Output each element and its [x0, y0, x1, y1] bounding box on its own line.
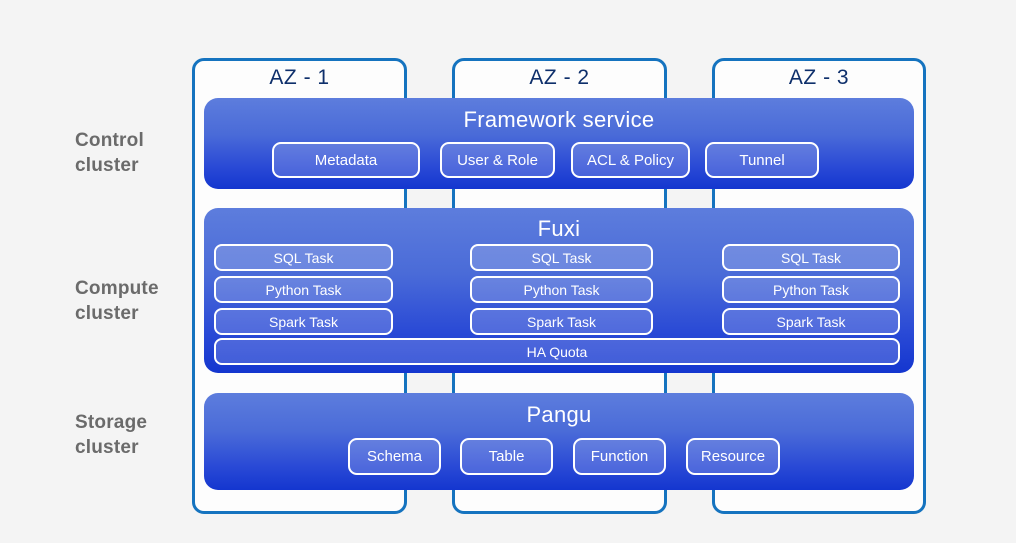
row-label-compute-cluster: Compute cluster	[75, 278, 159, 324]
band-framework-service: Framework service Metadata User & Role A…	[204, 98, 914, 189]
band-fuxi: Fuxi SQL Task Python Task Spark Task SQL…	[204, 208, 914, 373]
chip-python-task-az3[interactable]: Python Task	[722, 276, 900, 303]
az-title-3: AZ - 3	[788, 66, 850, 89]
chip-user-and-role[interactable]: User & Role	[440, 142, 555, 178]
chip-python-task-az2[interactable]: Python Task	[470, 276, 653, 303]
row-label-storage-cluster: Storage cluster	[75, 412, 148, 458]
chip-function[interactable]: Function	[573, 438, 666, 475]
chip-metadata[interactable]: Metadata	[272, 142, 420, 178]
chip-spark-task-az1[interactable]: Spark Task	[214, 308, 393, 335]
band-title-fuxi: Fuxi	[537, 216, 581, 241]
chip-sql-task-az3[interactable]: SQL Task	[722, 244, 900, 271]
chip-tunnel[interactable]: Tunnel	[705, 142, 819, 178]
band-title-pangu: Pangu	[526, 402, 592, 427]
chip-acl-and-policy[interactable]: ACL & Policy	[571, 142, 690, 178]
chip-sql-task-az2[interactable]: SQL Task	[470, 244, 653, 271]
band-title-framework-service: Framework service	[463, 107, 655, 132]
az-title-2: AZ - 2	[529, 66, 590, 89]
chip-ha-quota[interactable]: HA Quota	[214, 338, 900, 365]
band-pangu: Pangu Schema Table Function Resource	[204, 393, 914, 490]
row-label-control-cluster: Control cluster	[75, 130, 144, 176]
chip-schema[interactable]: Schema	[348, 438, 441, 475]
chip-table[interactable]: Table	[460, 438, 553, 475]
chip-sql-task-az1[interactable]: SQL Task	[214, 244, 393, 271]
chip-resource[interactable]: Resource	[686, 438, 780, 475]
az-title-1: AZ - 1	[269, 66, 330, 89]
chip-spark-task-az2[interactable]: Spark Task	[470, 308, 653, 335]
chip-spark-task-az3[interactable]: Spark Task	[722, 308, 900, 335]
chip-python-task-az1[interactable]: Python Task	[214, 276, 393, 303]
